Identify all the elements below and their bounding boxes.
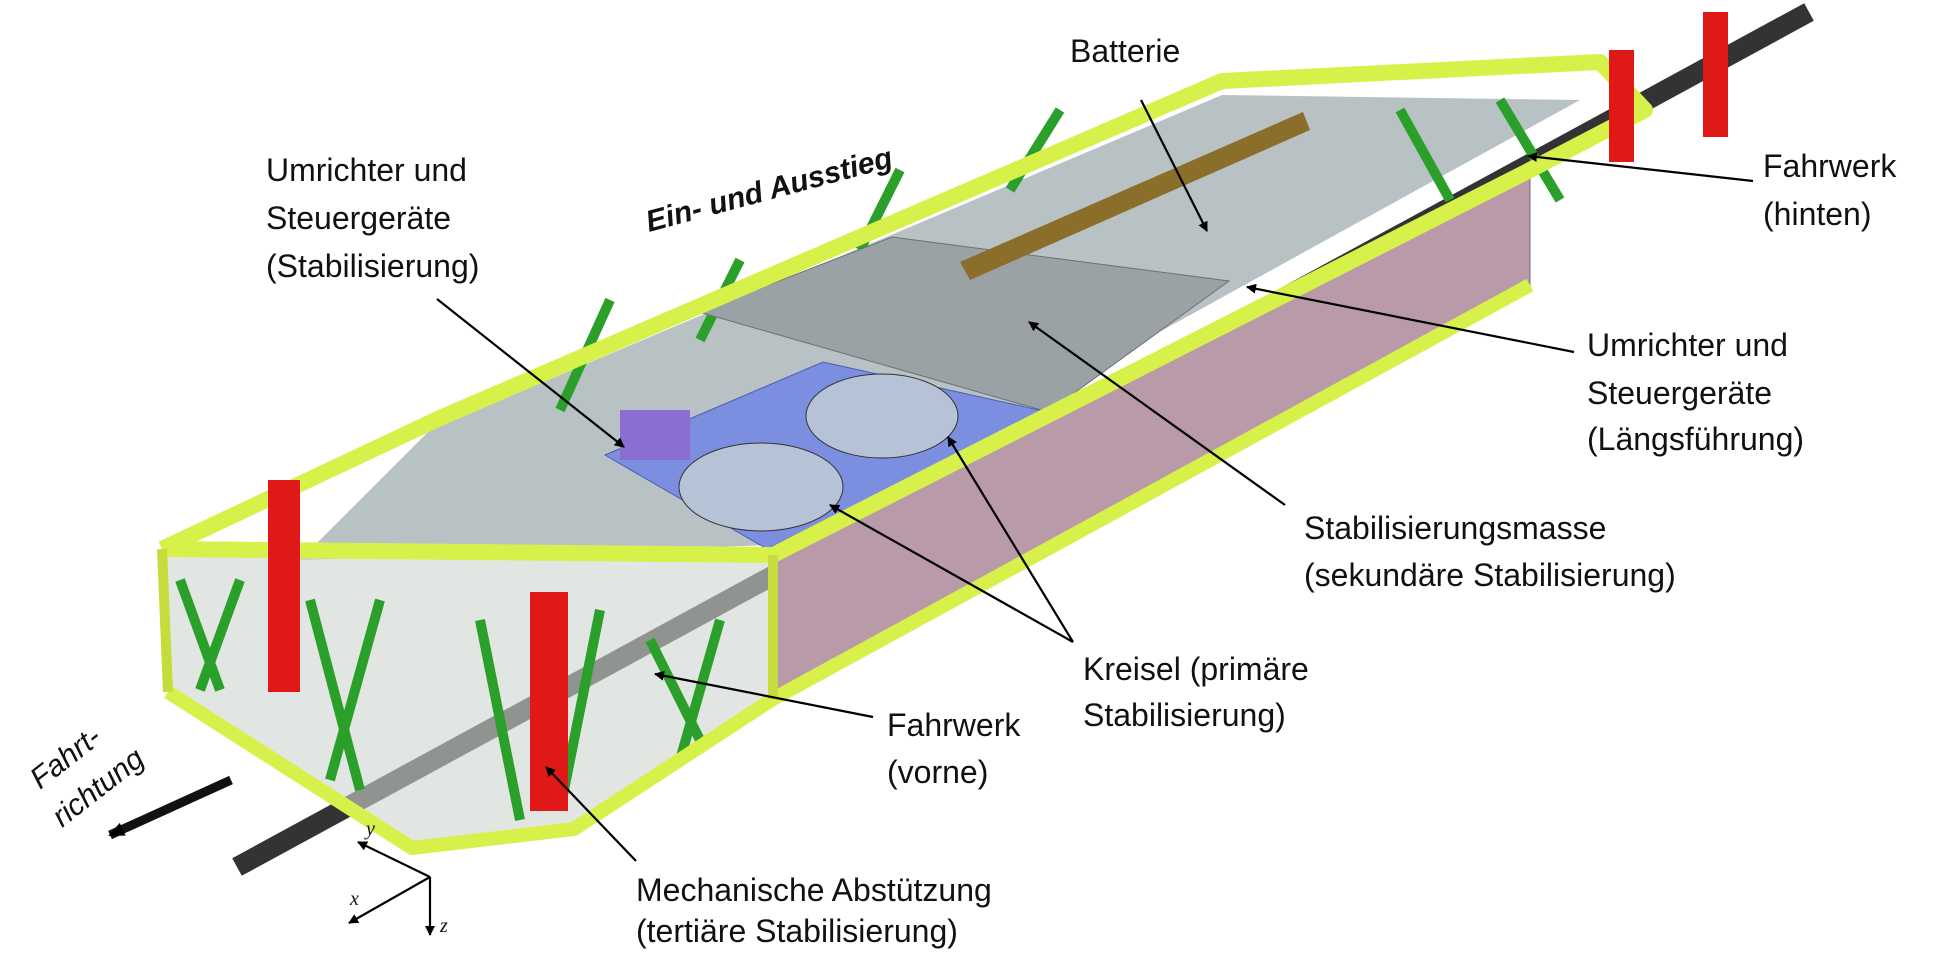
label-umrichter-stab-3: (Stabilisierung) [266,248,479,284]
axis-y-label: y [364,818,375,840]
label-umrichter-laengs-3: (Längsführung) [1587,421,1804,457]
leader-kreisel-2 [947,436,1074,643]
axis-z-label: z [439,915,448,937]
label-stabmasse-2: (sekundäre Stabilisierung) [1304,557,1676,593]
support-post [268,480,300,692]
leader-umrichter-laengs [1246,283,1575,354]
converter-stab-unit [620,410,690,460]
label-ein-ausstieg: Ein- und Ausstieg [642,141,896,239]
leader-batterie [1140,99,1208,232]
label-abstuetzung-1: Mechanische Abstützung [636,872,992,908]
gyro-disc-front [678,442,844,532]
battery-bar [960,112,1310,280]
leader-abstuetzung [545,766,637,862]
leader-kreisel-1 [829,504,1074,643]
label-umrichter-laengs-2: Steuergeräte [1587,375,1772,411]
axis-x-label: x [349,888,359,910]
label-umrichter-laengs-1: Umrichter und [1587,327,1788,363]
direction-arrow [108,775,233,840]
leader-fahrwerk-vorne [654,670,874,719]
label-fahrwerk-hinten-2: (hinten) [1763,196,1872,232]
leader-umrichter-stab [436,298,625,448]
support-post [1703,12,1728,137]
frame-bottom-rim [164,278,1534,855]
leader-fahrwerk-hinten [1527,152,1754,183]
label-batterie: Batterie [1070,33,1180,69]
label-stabmasse-1: Stabilisierungsmasse [1304,510,1606,546]
label-fahrwerk-vorne-2: (vorne) [887,754,988,790]
label-umrichter-stab-1: Umrichter und [266,152,467,188]
support-post [530,592,568,811]
label-fahrwerk-hinten-1: Fahrwerk [1763,148,1897,184]
frame-corner [157,548,173,693]
label-fahrwerk-vorne-1: Fahrwerk [887,707,1021,743]
gyro-disc-rear [805,373,959,459]
stabilisation-mass-box [697,236,1231,413]
label-umrichter-stab-2: Steuergeräte [266,200,451,236]
label-kreisel-1: Kreisel (primäre [1083,651,1309,687]
green-struts [175,97,1565,821]
coordinate-axes: y x z [348,818,448,937]
label-abstuetzung-2: (tertiäre Stabilisierung) [636,913,958,949]
leader-stabmasse [1028,321,1286,506]
support-post [1609,50,1634,162]
label-kreisel-2: Stabilisierung) [1083,697,1286,733]
